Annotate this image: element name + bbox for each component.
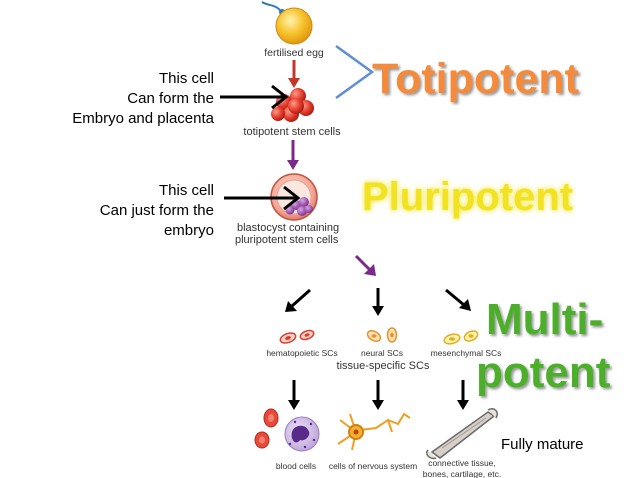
pointer-arrow-pluripotent xyxy=(224,185,301,211)
nervous-cells-label: cells of nervous system xyxy=(329,461,417,471)
connective-label-line2: bones, cartilage, etc. xyxy=(423,469,501,478)
pluripotent-heading: Pluripotent xyxy=(362,175,573,219)
totipotent-heading: Totipotent xyxy=(372,55,579,103)
arrow-to-neural xyxy=(372,288,384,316)
note-totipotent-line2: Can form the xyxy=(127,90,214,107)
note-totipotent-line1: This cell xyxy=(159,70,214,87)
egg-icon xyxy=(261,1,313,45)
arrow-to-connective xyxy=(457,380,469,410)
blastocyst-label-line1: blastocyst containing xyxy=(237,222,339,234)
note-pluripotent-line1: This cell xyxy=(159,182,214,199)
blood-cells-label: blood cells xyxy=(276,461,316,471)
mesenchymal-label: mesenchymal SCs xyxy=(431,348,502,358)
arrow-blastocyst-to-tissue xyxy=(354,254,376,276)
multipotent-heading-line1: Multi- xyxy=(486,295,603,344)
blood-cell-icon xyxy=(254,408,320,452)
neural-cell-icon xyxy=(366,327,398,343)
connective-label-line1: connective tissue, xyxy=(428,458,496,468)
bone-icon xyxy=(425,407,499,460)
totipotent-cells-label: totipotent stem cells xyxy=(243,126,341,138)
note-pluripotent-line3: embryo xyxy=(164,222,214,239)
arrow-morula-to-blastocyst xyxy=(287,140,299,170)
arrow-egg-to-morula xyxy=(288,60,300,88)
arrow-to-mesenchymal xyxy=(445,288,471,311)
note-totipotent-line3: Embryo and placenta xyxy=(72,110,214,127)
neuron-icon xyxy=(337,412,411,451)
pointer-arrow-totipotent xyxy=(220,84,289,110)
fertilised-egg-label: fertilised egg xyxy=(264,47,324,59)
arrow-to-hematopoietic xyxy=(285,288,311,312)
hematopoietic-label: hematopoietic SCs xyxy=(266,348,337,358)
multipotent-heading-line2: potent xyxy=(476,348,611,397)
arrow-to-nervous-cells xyxy=(372,380,384,410)
tissue-specific-label: tissue-specific SCs xyxy=(337,360,430,372)
blastocyst-label-line2: pluripotent stem cells xyxy=(235,234,339,246)
arrow-to-blood-cells xyxy=(288,380,300,410)
red-cell-icon xyxy=(279,329,315,344)
mesenchymal-cell-icon xyxy=(443,330,479,345)
fully-mature-note: Fully mature xyxy=(501,436,584,453)
morula-icon xyxy=(271,88,314,122)
totipotent-bracket xyxy=(335,44,375,100)
note-pluripotent-line2: Can just form the xyxy=(100,202,214,219)
neural-label: neural SCs xyxy=(361,348,403,358)
